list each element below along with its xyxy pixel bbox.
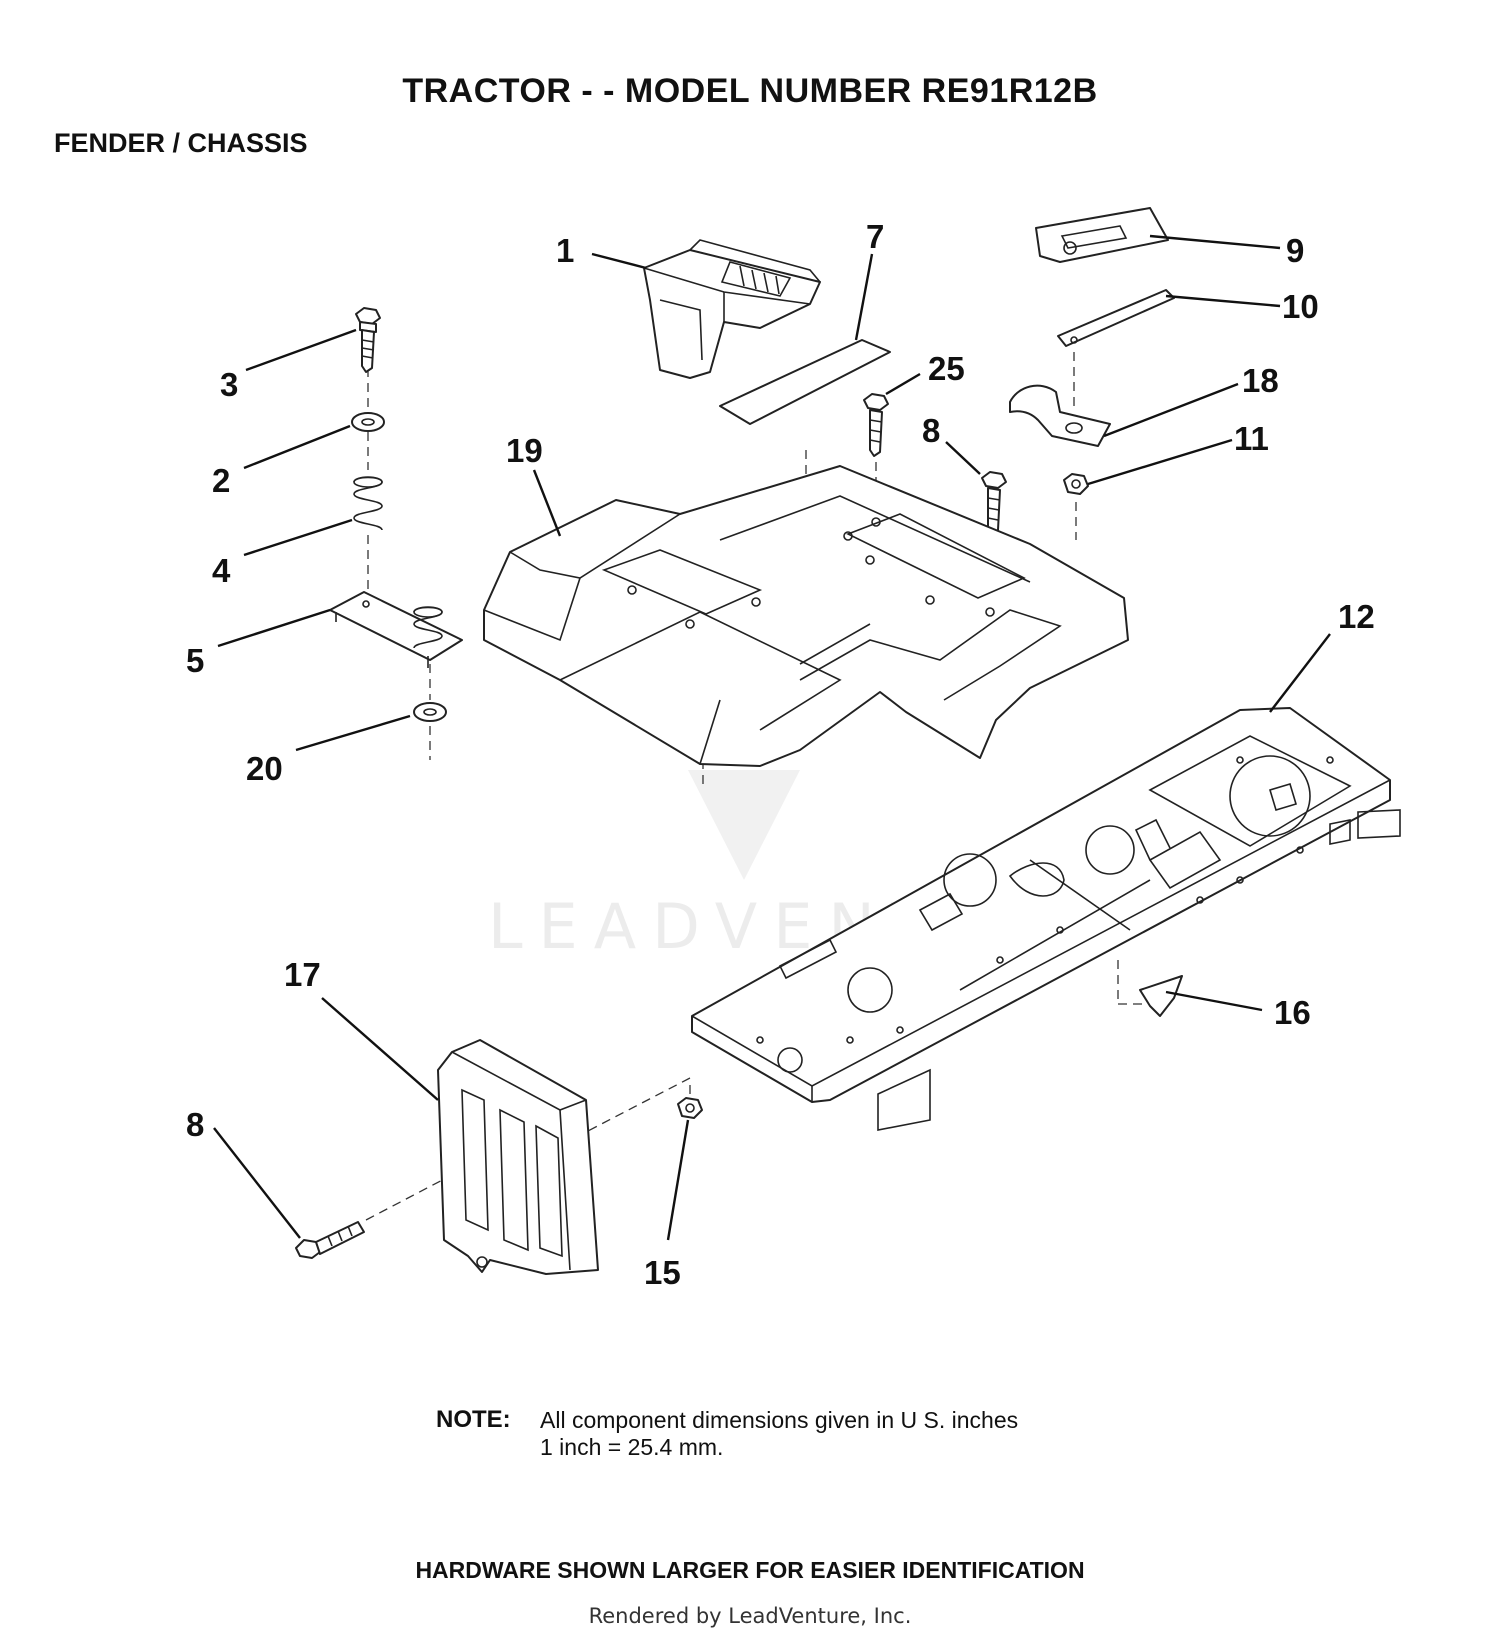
part-20-washer bbox=[413, 702, 447, 722]
part-18-clamp bbox=[1009, 384, 1111, 447]
page-title: TRACTOR - - MODEL NUMBER RE91R12B bbox=[402, 72, 1098, 110]
render-credit: Rendered by LeadVenture, Inc. bbox=[588, 1604, 912, 1628]
callout-1: 1 bbox=[556, 232, 574, 269]
part-2-washer bbox=[351, 412, 385, 432]
section-subtitle: FENDER / CHASSIS bbox=[54, 128, 308, 158]
part-16-clip bbox=[1139, 975, 1183, 1017]
part-11-nut bbox=[1063, 473, 1089, 495]
callout-12: 12 bbox=[1338, 598, 1375, 635]
callout-labels: 1 2 3 4 5 7 8 8 9 10 11 12 15 16 17 18 1… bbox=[186, 218, 1375, 1291]
part-12-chassis-frame bbox=[691, 707, 1401, 1131]
callout-11: 11 bbox=[1234, 420, 1269, 457]
callout-20: 20 bbox=[246, 750, 283, 787]
part-19-fender bbox=[483, 465, 1129, 767]
callout-9: 9 bbox=[1286, 232, 1304, 269]
part-8-bolt-upper bbox=[981, 471, 1007, 535]
callout-15: 15 bbox=[644, 1254, 681, 1291]
part-17-mounting-plate bbox=[437, 1039, 599, 1275]
callout-17: 17 bbox=[284, 956, 321, 993]
callout-10: 10 bbox=[1282, 288, 1319, 325]
part-15-nut bbox=[677, 1097, 703, 1119]
callout-3: 3 bbox=[220, 366, 238, 403]
part-1-battery-box bbox=[643, 239, 821, 379]
watermark-logo-icon bbox=[688, 770, 800, 880]
callout-18: 18 bbox=[1242, 362, 1279, 399]
callout-2: 2 bbox=[212, 462, 230, 499]
callout-8-upper: 8 bbox=[922, 412, 940, 449]
hardware-footnote: HARDWARE SHOWN LARGER FOR EASIER IDENTIF… bbox=[415, 1557, 1085, 1583]
part-8-bolt-lower bbox=[295, 1221, 365, 1259]
callout-19: 19 bbox=[506, 432, 543, 469]
callout-leader-lines bbox=[213, 234, 1331, 1241]
callout-4: 4 bbox=[212, 552, 231, 589]
part-7-decal bbox=[719, 339, 891, 425]
callout-7: 7 bbox=[866, 218, 884, 255]
part-10-plate bbox=[1057, 289, 1175, 347]
part-4-spring bbox=[353, 476, 383, 531]
callout-8-lower: 8 bbox=[186, 1106, 204, 1143]
callout-25: 25 bbox=[928, 350, 965, 387]
callout-16: 16 bbox=[1274, 994, 1311, 1031]
note-label: NOTE: bbox=[436, 1406, 511, 1433]
note-text-line1: All component dimensions given in U S. i… bbox=[540, 1407, 1019, 1433]
part-9-cover-plate bbox=[1035, 207, 1169, 263]
callout-5: 5 bbox=[186, 642, 204, 679]
note-text-line2: 1 inch = 25.4 mm. bbox=[540, 1434, 724, 1460]
part-3-bolt bbox=[355, 307, 381, 373]
part-25-bolt bbox=[863, 393, 889, 457]
part-5-bracket-plate bbox=[329, 591, 463, 668]
